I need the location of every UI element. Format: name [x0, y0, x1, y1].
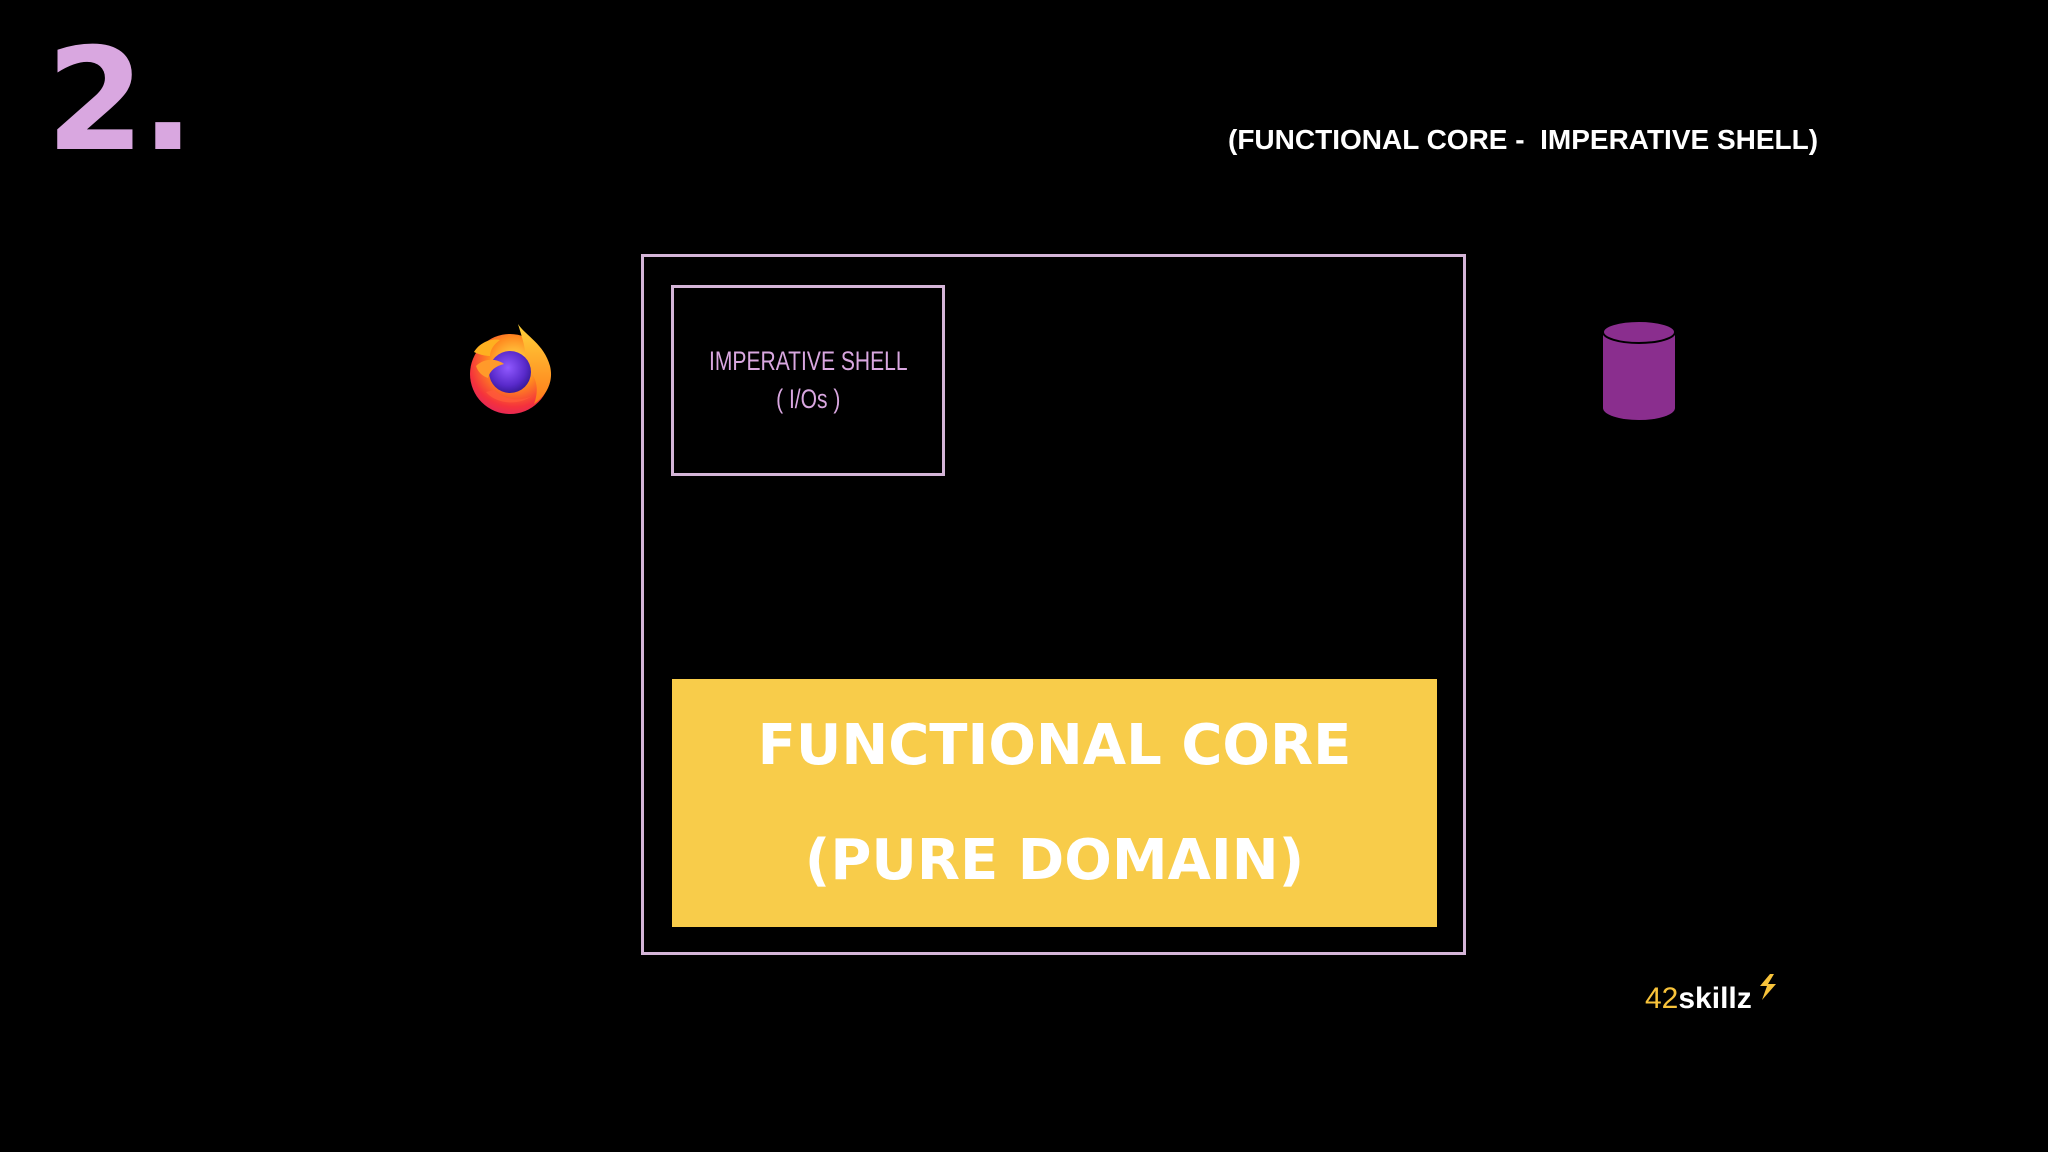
application-boundary [641, 254, 1466, 955]
functional-core-label: FUNCTIONAL CORE [757, 713, 1352, 778]
brand-word: skillz [1678, 982, 1752, 1015]
imperative-shell-sublabel: ( I/Os ) [775, 383, 841, 414]
imperative-shell-box: IMPERATIVE SHELL ( I/Os ) [671, 285, 945, 476]
brand-number: 42 [1645, 982, 1679, 1015]
functional-core-box: FUNCTIONAL CORE (PURE DOMAIN) [672, 679, 1437, 927]
slide-number: 2. [46, 18, 195, 183]
lightning-bolt-icon [1759, 974, 1776, 1000]
functional-core-sublabel: (PURE DOMAIN) [804, 828, 1305, 893]
firefox-browser-icon [470, 324, 552, 414]
database-cylinder-icon [1602, 320, 1676, 420]
imperative-shell-label: IMPERATIVE SHELL [708, 345, 908, 376]
slide-subtitle: (FUNCTIONAL CORE - IMPERATIVE SHELL) [1228, 124, 1819, 155]
brand-logo: 42 skillz [1645, 966, 1778, 1014]
